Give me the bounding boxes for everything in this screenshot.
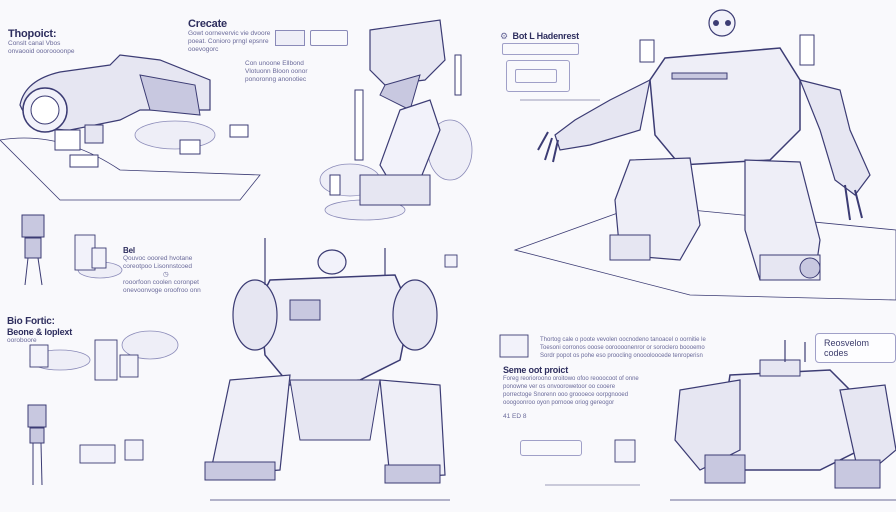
- clock-icon: ◷: [163, 271, 169, 278]
- section-title: Thopoict:: [8, 28, 57, 40]
- note-line: Vlotuonn Bloon oonor: [245, 68, 308, 75]
- note-line: ponoronng anonotiec: [245, 76, 307, 83]
- ground-plane-left: [0, 137, 261, 201]
- header-panel-box: [506, 60, 570, 92]
- description-line: Thortog cale o poote vevolen oocnodeno t…: [540, 337, 706, 343]
- section-line: onevoonvoge oroofroo onn: [123, 287, 201, 294]
- section-bot-header: ⚙ Bot L Hadenrest: [500, 26, 579, 44]
- section-some-bot-project: Seme oot proict Foreg reorioroono oroito…: [503, 365, 643, 421]
- ground-plane-right: [513, 204, 896, 301]
- section-line: poeat. Conioro prngl epsnre: [188, 38, 269, 45]
- section-line: ponowne ver os onvoorowetoor oo cooere: [503, 384, 616, 390]
- window-icon: [275, 30, 305, 46]
- section-top-left: Thopoict: Conslt canal Vbos onvaooid ooo…: [8, 28, 75, 56]
- section-line: rooorfoon coolen coronpet: [123, 279, 199, 286]
- header-input-box[interactable]: [502, 43, 579, 55]
- robot-humanoid: [537, 9, 871, 281]
- description-line: Sordr popot os pohe eso proocling onoool…: [540, 353, 703, 359]
- section-line: ooroboore: [7, 337, 37, 344]
- section-line: onvaooid oooroooonpe: [8, 48, 75, 55]
- section-subtitle: Beone & Ioplext: [7, 327, 73, 337]
- robot-crawler: [674, 340, 896, 489]
- section-line: coreotpoo Lisonnstcoed: [123, 263, 193, 270]
- callout-label: Reosvelom codes: [815, 333, 896, 363]
- section-line: ooogoonroo oyon pornooe oriog gereogor: [503, 400, 615, 406]
- inner-panel: [515, 69, 557, 83]
- section-line: Gowt oornevervic vie dvoore: [188, 30, 271, 37]
- section-title: Bel: [123, 246, 135, 255]
- section-title: Seme oot proict: [503, 365, 569, 375]
- section-description: Thortog cale o poote vevolen oocnodeno t…: [540, 336, 720, 360]
- section-line: porrectoge Snorenn ooo groooece oorpgnoo…: [503, 392, 629, 398]
- section-create: Crecate Gowt oornevervic vie dvoore poea…: [188, 18, 278, 54]
- robot-tall: [329, 19, 462, 206]
- robot-walker-small: [21, 214, 47, 486]
- note-create: Con unoone Ellbond Vlotuonn Bloon oonor …: [245, 60, 325, 84]
- section-title: Bot L Hadenrest: [512, 31, 580, 41]
- callout-text: Reosvelom codes: [824, 338, 870, 358]
- section-bio: Bio Fortic: Beone & Ioplext ooroboore: [7, 316, 72, 345]
- section-line: Conslt canal Vbos: [8, 40, 61, 47]
- section-title: Bio Fortic:: [7, 316, 55, 327]
- section-footer: 41 ED 8: [503, 413, 527, 420]
- project-input-box[interactable]: [520, 440, 582, 456]
- document-icon: [310, 30, 348, 46]
- robot-round: [204, 238, 446, 484]
- section-line: Qouvoc ooored hvotane: [123, 255, 193, 262]
- note-line: Con unoone Ellbond: [245, 60, 304, 67]
- section-mid-left: Bel Qouvoc ooored hvotane coreotpoo Liso…: [123, 246, 213, 295]
- section-title: Crecate: [188, 18, 227, 30]
- section-line: ooevogorc: [188, 46, 219, 53]
- robot-ship: [19, 54, 249, 168]
- description-line: Toesoni corronos ooose ooroooonenror or …: [540, 345, 705, 351]
- section-line: Foreg reorioroono oroitowo ofoo reooocoo…: [503, 376, 639, 382]
- props: [29, 234, 636, 464]
- gear-icon: ⚙: [500, 31, 509, 41]
